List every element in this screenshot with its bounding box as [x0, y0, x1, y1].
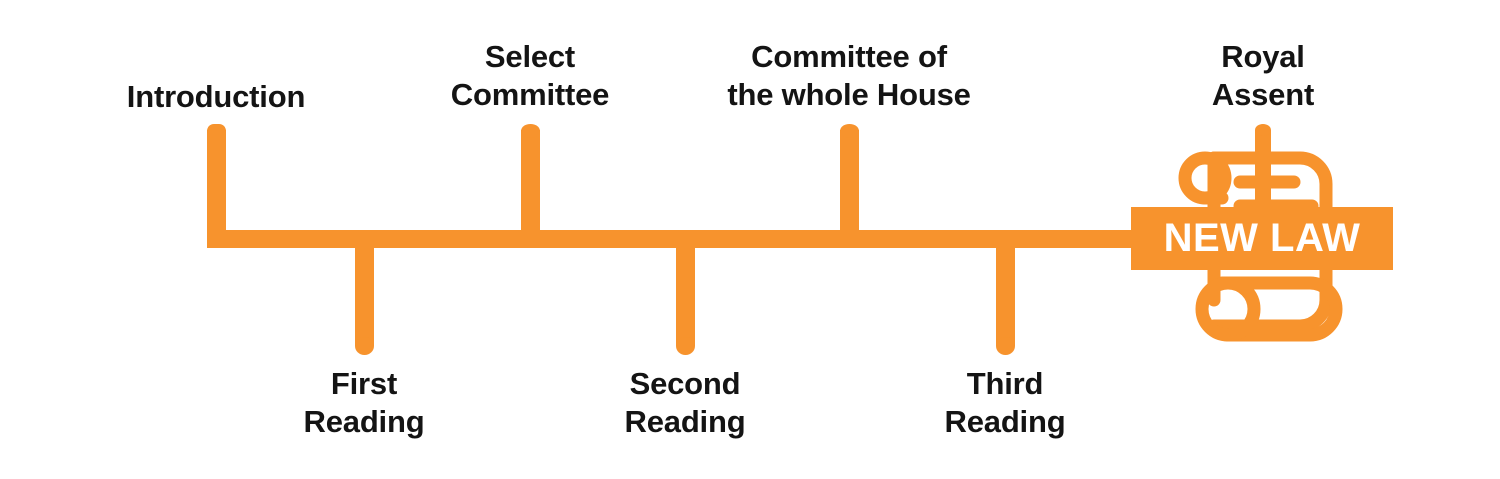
- tick-select-committee: [521, 124, 540, 248]
- tick-third-reading: [996, 240, 1015, 355]
- stage-label-select-committee: Select Committee: [450, 39, 610, 112]
- tick-first-reading: [355, 240, 374, 355]
- stage-label-committee-whole-house: Committee of the whole House: [727, 39, 971, 112]
- tick-second-reading: [676, 240, 695, 355]
- stage-label-first-reading: First Reading: [303, 366, 425, 439]
- timeline-main-bar: [207, 230, 1137, 248]
- tick-royal-assent: [1255, 124, 1271, 215]
- tick-committee-whole-house: [840, 124, 859, 248]
- new-law-banner: [1131, 207, 1393, 270]
- new-law-banner-label: NEW LAW: [1163, 216, 1361, 260]
- tick-introduction: [207, 124, 226, 248]
- stage-label-third-reading: Third Reading: [944, 366, 1066, 439]
- stage-label-royal-assent: Royal Assent: [1211, 39, 1315, 112]
- stage-label-introduction: Introduction: [126, 79, 306, 114]
- stage-label-second-reading: Second Reading: [624, 366, 746, 439]
